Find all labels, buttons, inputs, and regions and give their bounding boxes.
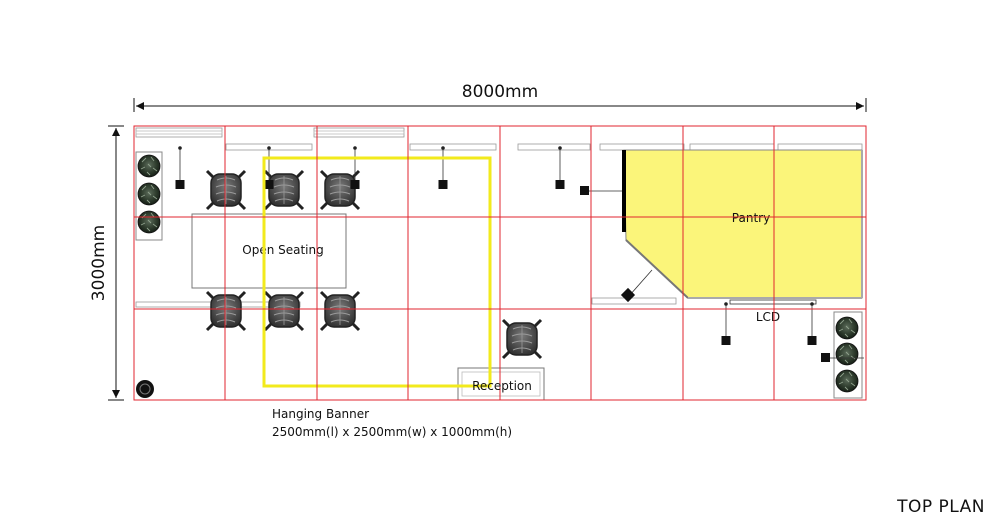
open-seating-label: Open Seating: [242, 243, 323, 257]
planter-left: [135, 151, 163, 241]
reception-counter: [457, 367, 545, 401]
width-dimension: [133, 98, 867, 112]
spotlight-icon: [580, 186, 622, 195]
spotlight-icon: [264, 145, 274, 190]
plant-icon: [835, 316, 859, 340]
chair: [319, 169, 361, 211]
chair: [501, 318, 543, 360]
plant-icon: [835, 342, 859, 366]
chair: [263, 169, 305, 211]
planter-right: [833, 311, 863, 399]
plant-icon: [835, 369, 859, 393]
plant-icon: [137, 182, 161, 206]
spotlight-icon: [620, 269, 653, 303]
chair: [263, 290, 305, 332]
hanging-banner-outline: [262, 156, 492, 388]
chair: [205, 290, 247, 332]
spotlight-icon: [821, 353, 864, 362]
spotlight-icon: [350, 145, 360, 190]
chair: [205, 169, 247, 211]
reception-label: Reception: [472, 379, 532, 393]
spotlight-icon: [438, 145, 448, 190]
pantry-label: Pantry: [732, 211, 770, 225]
width-dimension-label: 8000mm: [462, 82, 538, 102]
spotlight-icon: [555, 145, 565, 190]
plant-icon: [137, 210, 161, 234]
view-title: TOP PLAN: [896, 497, 985, 517]
banner-title: Hanging Banner: [272, 407, 369, 421]
floor-grid: [133, 125, 867, 401]
pantry-area: [622, 149, 863, 305]
round-bin-icon: [136, 380, 154, 398]
plant-icon: [137, 154, 161, 178]
banner-size: 2500mm(l) x 2500mm(w) x 1000mm(h): [272, 425, 512, 439]
spotlights: [175, 145, 864, 362]
chair: [319, 290, 361, 332]
spotlight-icon: [175, 145, 185, 190]
open-seating-table: [191, 213, 347, 289]
lcd-label: LCD: [756, 310, 780, 324]
height-dimension: [108, 125, 124, 401]
height-dimension-label: 3000mm: [89, 225, 109, 301]
